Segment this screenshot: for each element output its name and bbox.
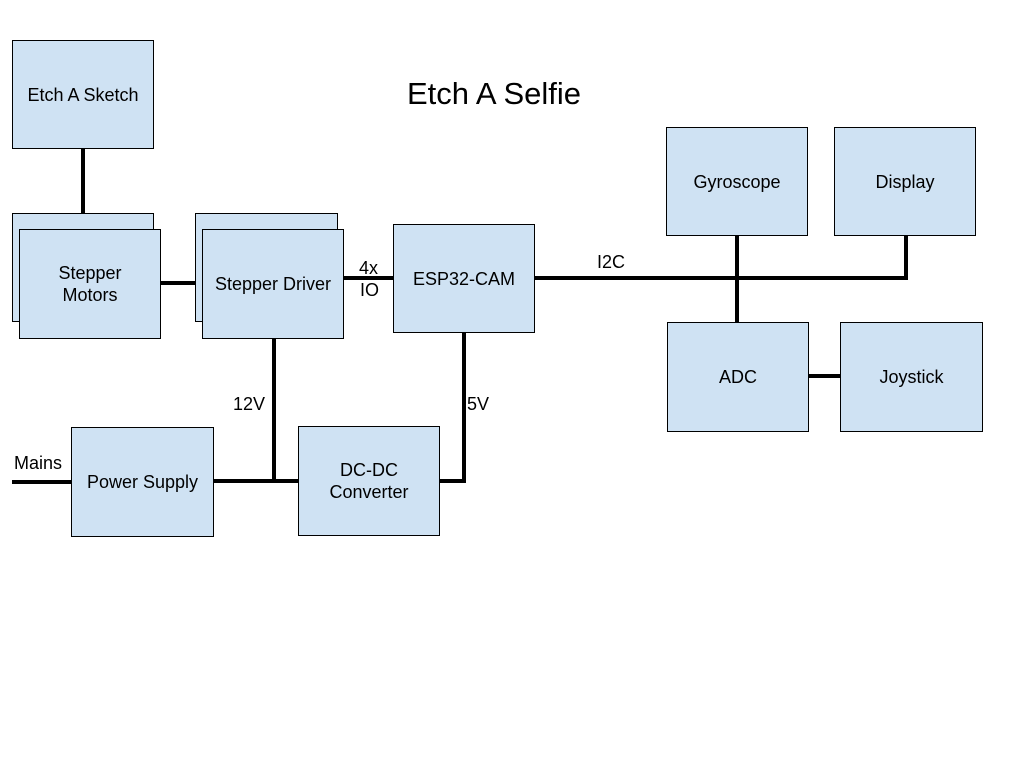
stepper-driver-block: Stepper Driver <box>202 229 344 339</box>
joystick-block: Joystick <box>840 322 983 432</box>
wire-converter-5v-vertical <box>462 332 466 483</box>
wire-motors-to-driver <box>160 281 203 285</box>
stepper-motors-label: Stepper Motors <box>58 263 122 305</box>
wire-gyroscope-to-bus <box>735 235 739 323</box>
mains-label: Mains <box>14 453 63 473</box>
io-label: IO <box>360 280 380 300</box>
wire-driver-to-esp32 <box>343 276 393 280</box>
i2c-label: I2C <box>597 252 626 272</box>
wire-i2c-bus <box>534 276 908 280</box>
esp32-cam-block: ESP32-CAM <box>393 224 535 333</box>
power-supply-block: Power Supply <box>71 427 214 537</box>
diagram-title: Etch A Selfie <box>406 76 582 111</box>
wire-display-to-bus <box>904 235 908 280</box>
wire-driver-12v <box>272 338 276 482</box>
stepper-motors-block: Stepper Motors <box>19 229 161 339</box>
5v-label: 5V <box>467 394 490 414</box>
stepper-driver-label: Stepper Driver <box>214 274 332 294</box>
etch-a-sketch-block: Etch A Sketch <box>12 40 154 149</box>
dc-dc-converter-block: DC-DC Converter <box>298 426 440 536</box>
gyroscope-block: Gyroscope <box>666 127 808 236</box>
adc-label: ADC <box>718 367 757 387</box>
wire-converter-5v-horizontal <box>439 479 466 483</box>
wire-mains-input <box>12 480 72 484</box>
display-block: Display <box>834 127 976 236</box>
wire-sketch-to-motors <box>81 148 85 214</box>
io-count-label: 4x <box>359 258 379 278</box>
dc-dc-converter-label: DC-DC Converter <box>329 460 409 502</box>
wire-adc-to-joystick <box>808 374 841 378</box>
12v-label: 12V <box>233 394 266 414</box>
wire-psu-to-converter <box>213 479 299 483</box>
joystick-label: Joystick <box>879 367 944 387</box>
display-label: Display <box>875 171 935 192</box>
power-supply-label: Power Supply <box>86 472 199 492</box>
gyroscope-label: Gyroscope <box>693 171 781 192</box>
esp32-cam-label: ESP32-CAM <box>412 268 516 289</box>
etch-a-sketch-label: Etch A Sketch <box>27 84 139 105</box>
adc-block: ADC <box>667 322 809 432</box>
